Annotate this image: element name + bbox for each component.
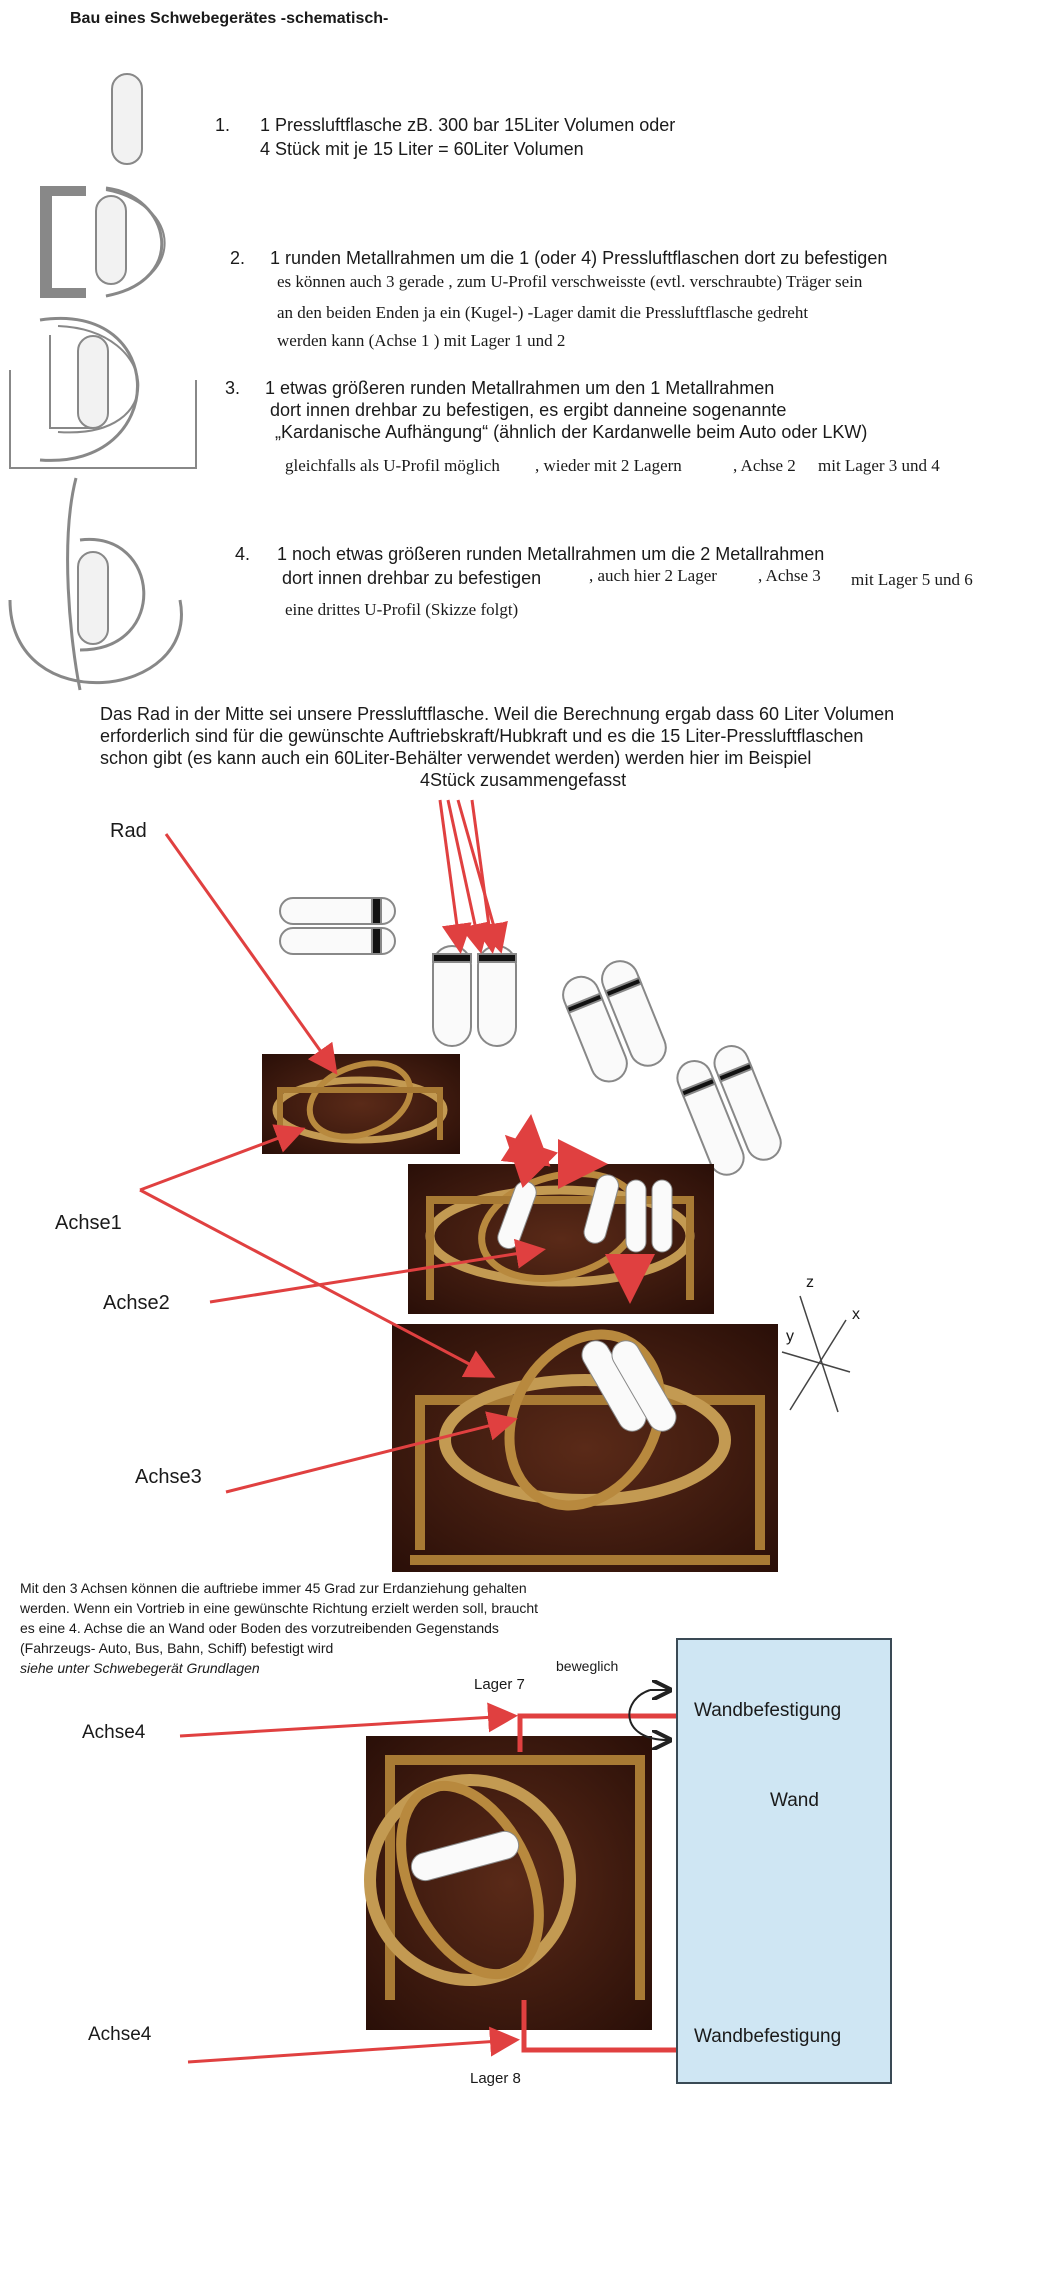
step-4-line2d: mit Lager 5 und 6 [851,570,973,589]
mount-photo [364,1736,652,2030]
step-4-line3: eine drittes U-Profil (Skizze folgt) [285,600,519,619]
gimbal-photo-1 [262,1054,460,1154]
bottle-pair-tilted-2 [676,1045,782,1176]
note-line4: (Fahrzeugs- Auto, Bus, Bahn, Schiff) bef… [20,1640,334,1656]
step-3-line4c: , Achse 2 [733,456,796,475]
label-rad: Rad [110,820,147,842]
step-3-line4a: gleichfalls als U-Profil möglich [285,456,500,475]
sketch-u-profile-1 [40,186,166,298]
step-2-line1: 1 runden Metallrahmen um die 1 (oder 4) … [270,248,888,268]
label-lager8: Lager 8 [470,2070,521,2087]
step-4-line2c: , Achse 3 [758,566,821,585]
step-1-line1: 1 Pressluftflasche zB. 300 bar 15Liter V… [260,115,676,135]
note-line1: Mit den 3 Achsen können die auftriebe im… [20,1580,527,1596]
mount-black-arrows [628,1690,668,1740]
label-achse2: Achse2 [103,1292,170,1314]
step-2-line2: es können auch 3 gerade , zum U-Profil v… [277,272,863,291]
step-3-line3: „Kardanische Aufhängung“ (ähnlich der Ka… [275,422,868,442]
paragraph-line3: schon gibt (es kann auch ein 60Liter-Beh… [100,748,812,768]
step-3-line4d: mit Lager 3 und 4 [818,456,940,475]
label-achse4-top: Achse4 [82,1722,146,1743]
sketch-bottle [111,73,143,165]
axis-label-y: y [786,1328,794,1345]
note-line3: es eine 4. Achse die an Wand oder Boden … [20,1620,499,1636]
step-3-number: 3. [225,378,241,398]
axis-label-x: x [852,1306,860,1323]
achse4-arrows [179,1702,520,2064]
label-beweglich: beweglich [556,1658,619,1674]
label-achse1: Achse1 [55,1212,122,1234]
step-4-line2a: dort innen drehbar zu befestigen [282,568,542,588]
bottle-pair-flat [279,897,396,955]
paragraph-line2: erforderlich sind für die gewünschte Auf… [100,726,864,746]
gimbal-photo-2 [408,1114,714,1314]
step-3-line2: dort innen drehbar zu befestigen, es erg… [270,400,787,420]
label-achse4-bottom: Achse4 [88,2024,152,2045]
step-4-line2b: , auch hier 2 Lager [589,566,717,585]
bottle-pair-upright [432,945,517,1047]
wall-box [676,1638,892,2084]
note-link: siehe unter Schwebegerät Grundlagen [20,1660,260,1676]
label-lager7: Lager 7 [474,1676,525,1693]
step-4-line1: 1 noch etwas größeren runden Metallrahme… [277,544,825,564]
paragraph-line1: Das Rad in der Mitte sei unsere Pressluf… [100,704,895,724]
axis-label-z: z [806,1274,814,1291]
sketch-u-profile-3 [8,477,183,691]
mount-red-lines [517,1713,676,2053]
bottle-pair-tilted-1 [562,960,667,1083]
sketch-u-profile-2 [9,316,197,469]
step-2-line4: werden kann (Achse 1 ) mit Lager 1 und 2 [277,331,566,350]
step-1-line2: 4 Stück mit je 15 Liter = 60Liter Volume… [260,139,584,159]
step-2-number: 2. [230,248,246,268]
xyz-axes [781,1295,851,1413]
step-1-number: 1. [215,115,231,135]
label-arrows [139,799,546,1494]
gimbal-photo-3 [392,1324,778,1572]
paragraph-line4: 4Stück zusammengefasst [420,770,627,790]
step-4-number: 4. [235,544,251,564]
wand-label: Wand [770,1790,819,1811]
wandbefestigung-bottom: Wandbefestigung [694,2026,842,2047]
page-title: Bau eines Schwebegerätes -schematisch- [70,10,389,27]
step-3-line4b: , wieder mit 2 Lagern [535,456,682,475]
note-line2: werden. Wenn ein Vortrieb in eine gewüns… [20,1600,539,1616]
step-3-line1: 1 etwas größeren runden Metallrahmen um … [265,378,775,398]
label-achse3: Achse3 [135,1466,202,1488]
wandbefestigung-top: Wandbefestigung [694,1700,842,1721]
step-2-line3: an den beiden Enden ja ein (Kugel-) -Lag… [277,303,809,322]
